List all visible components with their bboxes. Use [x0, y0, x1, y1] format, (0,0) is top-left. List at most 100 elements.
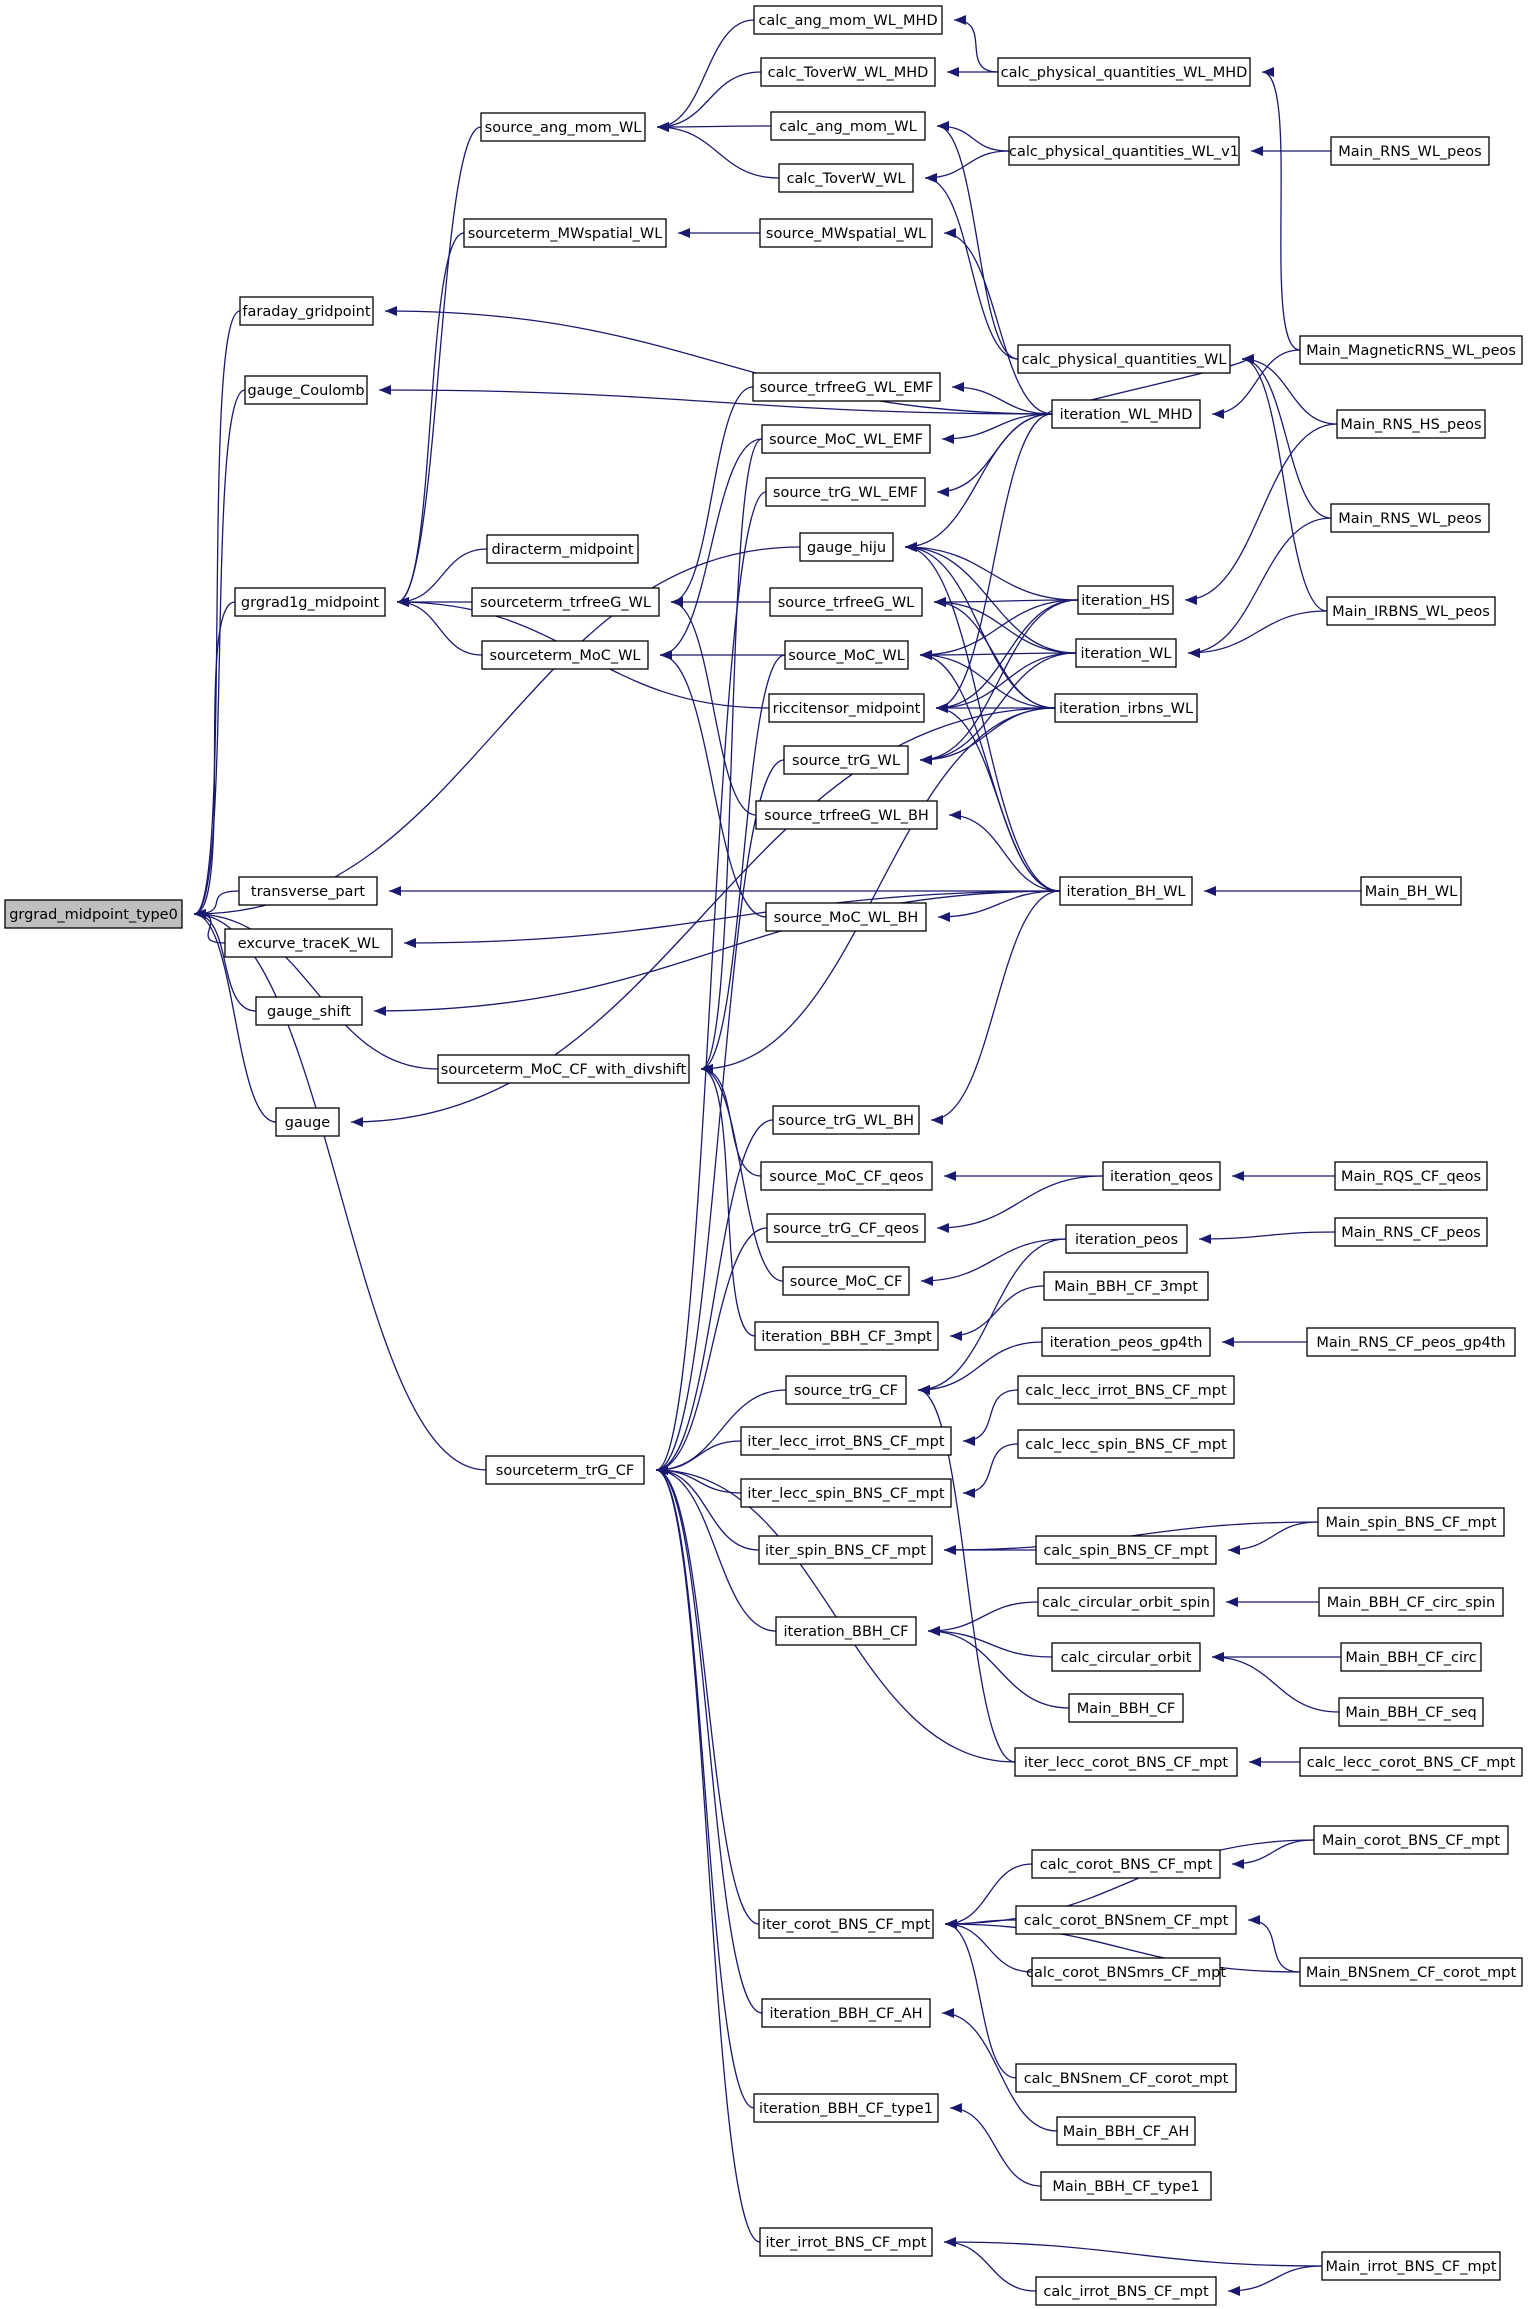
graph-node[interactable]: iter_lecc_spin_BNS_CF_mpt — [740, 1478, 952, 1508]
node-box[interactable] — [1306, 1327, 1516, 1357]
graph-node[interactable]: source_MWspatial_WL — [759, 218, 933, 248]
graph-node[interactable]: source_trG_WL — [783, 745, 909, 775]
node-box[interactable] — [785, 1375, 907, 1405]
node-box[interactable] — [480, 112, 646, 142]
node-box[interactable] — [1330, 503, 1490, 533]
node-box[interactable] — [1321, 2251, 1501, 2281]
graph-node[interactable]: source_trfreeG_WL_EMF — [752, 372, 941, 402]
node-box[interactable] — [997, 57, 1251, 87]
node-box[interactable] — [1015, 1905, 1237, 1935]
node-box[interactable] — [759, 2227, 933, 2257]
node-box[interactable] — [765, 477, 926, 507]
graph-node[interactable]: calc_lecc_corot_BNS_CF_mpt — [1299, 1747, 1523, 1777]
node-box[interactable] — [1299, 335, 1523, 365]
graph-node[interactable]: calc_physical_quantities_WL_MHD — [997, 57, 1251, 87]
graph-node[interactable]: source_MoC_WL — [784, 640, 909, 670]
graph-node[interactable]: Main_BH_WL — [1360, 876, 1462, 906]
node-box[interactable] — [1334, 1161, 1488, 1191]
graph-node[interactable]: iteration_irbns_WL — [1054, 693, 1198, 723]
graph-node[interactable]: iteration_BH_WL — [1059, 876, 1193, 906]
node-box[interactable] — [760, 1161, 933, 1191]
node-box[interactable] — [1056, 2116, 1196, 2146]
graph-node[interactable]: Main_RNS_CF_peos — [1334, 1217, 1488, 1247]
graph-node[interactable]: source_trG_WL_EMF — [765, 477, 926, 507]
graph-node[interactable]: Main_corot_BNS_CF_mpt — [1313, 1825, 1509, 1855]
graph-node[interactable]: excurve_traceK_WL — [224, 928, 393, 958]
node-box[interactable] — [1065, 1224, 1188, 1254]
node-box[interactable] — [760, 57, 936, 87]
graph-node[interactable]: Main_BBH_CF — [1068, 1693, 1184, 1723]
graph-node[interactable]: faraday_gridpoint — [239, 296, 374, 326]
node-box[interactable] — [1299, 1747, 1523, 1777]
node-box[interactable] — [485, 1455, 645, 1485]
node-box[interactable] — [1043, 1271, 1209, 1301]
node-box[interactable] — [1102, 1161, 1221, 1191]
node-box[interactable] — [239, 296, 374, 326]
node-box[interactable] — [1017, 344, 1231, 374]
graph-node[interactable]: Main_BBH_CF_type1 — [1040, 2171, 1212, 2201]
node-box[interactable] — [765, 902, 927, 932]
graph-node[interactable]: source_trG_CF_qeos — [766, 1213, 926, 1243]
node-box[interactable] — [1318, 1587, 1504, 1617]
node-box[interactable] — [766, 1213, 926, 1243]
graph-node[interactable]: calc_physical_quantities_WL_v1 — [1008, 136, 1240, 166]
graph-node[interactable]: calc_BNSnem_CF_corot_mpt — [1015, 2063, 1237, 2093]
node-box[interactable] — [769, 587, 923, 617]
graph-node[interactable]: calc_ang_mom_WL — [770, 111, 926, 141]
node-box[interactable] — [753, 2093, 939, 2123]
node-box[interactable] — [775, 1616, 917, 1646]
node-box[interactable] — [1017, 1375, 1235, 1405]
graph-node[interactable]: iter_lecc_corot_BNS_CF_mpt — [1014, 1747, 1238, 1777]
node-box[interactable] — [1031, 1849, 1221, 1879]
graph-node[interactable]: iteration_peos — [1065, 1224, 1188, 1254]
node-box[interactable] — [768, 693, 925, 723]
node-box[interactable] — [758, 1909, 934, 1939]
node-box[interactable] — [1008, 136, 1240, 166]
graph-node[interactable]: source_trG_WL_BH — [772, 1105, 920, 1135]
graph-node[interactable]: sourceterm_MoC_CF_with_divshift — [437, 1054, 690, 1084]
graph-node[interactable]: calc_lecc_spin_BNS_CF_mpt — [1017, 1429, 1235, 1459]
graph-node[interactable]: Main_RNS_CF_peos_gp4th — [1306, 1327, 1516, 1357]
graph-node[interactable]: calc_lecc_irrot_BNS_CF_mpt — [1017, 1375, 1235, 1405]
node-box[interactable] — [752, 372, 941, 402]
graph-node[interactable]: calc_ang_mom_WL_MHD — [753, 5, 943, 35]
node-box[interactable] — [1017, 1429, 1235, 1459]
node-box[interactable] — [1014, 1747, 1238, 1777]
graph-node[interactable]: iteration_peos_gp4th — [1041, 1327, 1211, 1357]
graph-node[interactable]: iteration_BBH_CF_AH — [761, 1998, 931, 2028]
graph-node[interactable]: Main_MagneticRNS_WL_peos — [1299, 335, 1523, 365]
graph-node[interactable]: iter_irrot_BNS_CF_mpt — [759, 2227, 933, 2257]
node-box[interactable] — [1035, 2276, 1217, 2306]
graph-node[interactable]: calc_circular_orbit — [1051, 1642, 1201, 1672]
node-box[interactable] — [778, 163, 914, 193]
node-box[interactable] — [1041, 1327, 1211, 1357]
node-box[interactable] — [481, 640, 649, 670]
node-box[interactable] — [761, 1998, 931, 2028]
node-box[interactable] — [4, 899, 183, 929]
graph-node[interactable]: source_trfreeG_WL — [769, 587, 923, 617]
graph-node[interactable]: calc_irrot_BNS_CF_mpt — [1035, 2276, 1217, 2306]
graph-node[interactable]: gauge_Coulomb — [244, 375, 368, 405]
graph-node[interactable]: grgrad_midpoint_type0 — [4, 899, 183, 929]
node-box[interactable] — [1037, 1587, 1215, 1617]
node-box[interactable] — [1040, 2171, 1212, 2201]
graph-node[interactable]: Main_RQS_CF_qeos — [1334, 1161, 1488, 1191]
graph-node[interactable]: iteration_BBH_CF — [775, 1616, 917, 1646]
node-box[interactable] — [782, 1266, 910, 1296]
graph-node[interactable]: Main_RNS_HS_peos — [1336, 409, 1486, 439]
node-box[interactable] — [1051, 1642, 1201, 1672]
graph-node[interactable]: iter_corot_BNS_CF_mpt — [758, 1909, 934, 1939]
node-box[interactable] — [1317, 1507, 1505, 1537]
graph-node[interactable]: Main_BBH_CF_AH — [1056, 2116, 1196, 2146]
node-box[interactable] — [1338, 1697, 1484, 1727]
node-box[interactable] — [759, 218, 933, 248]
node-box[interactable] — [799, 532, 894, 562]
graph-node[interactable]: calc_corot_BNSnem_CF_mpt — [1015, 1905, 1237, 1935]
graph-node[interactable]: riccitensor_midpoint — [768, 693, 925, 723]
node-box[interactable] — [234, 587, 386, 617]
node-box[interactable] — [1077, 585, 1174, 615]
node-box[interactable] — [740, 1426, 952, 1456]
graph-node[interactable]: Main_RNS_WL_peos — [1330, 136, 1490, 166]
node-box[interactable] — [1054, 693, 1198, 723]
graph-node[interactable]: grgrad1g_midpoint — [234, 587, 386, 617]
